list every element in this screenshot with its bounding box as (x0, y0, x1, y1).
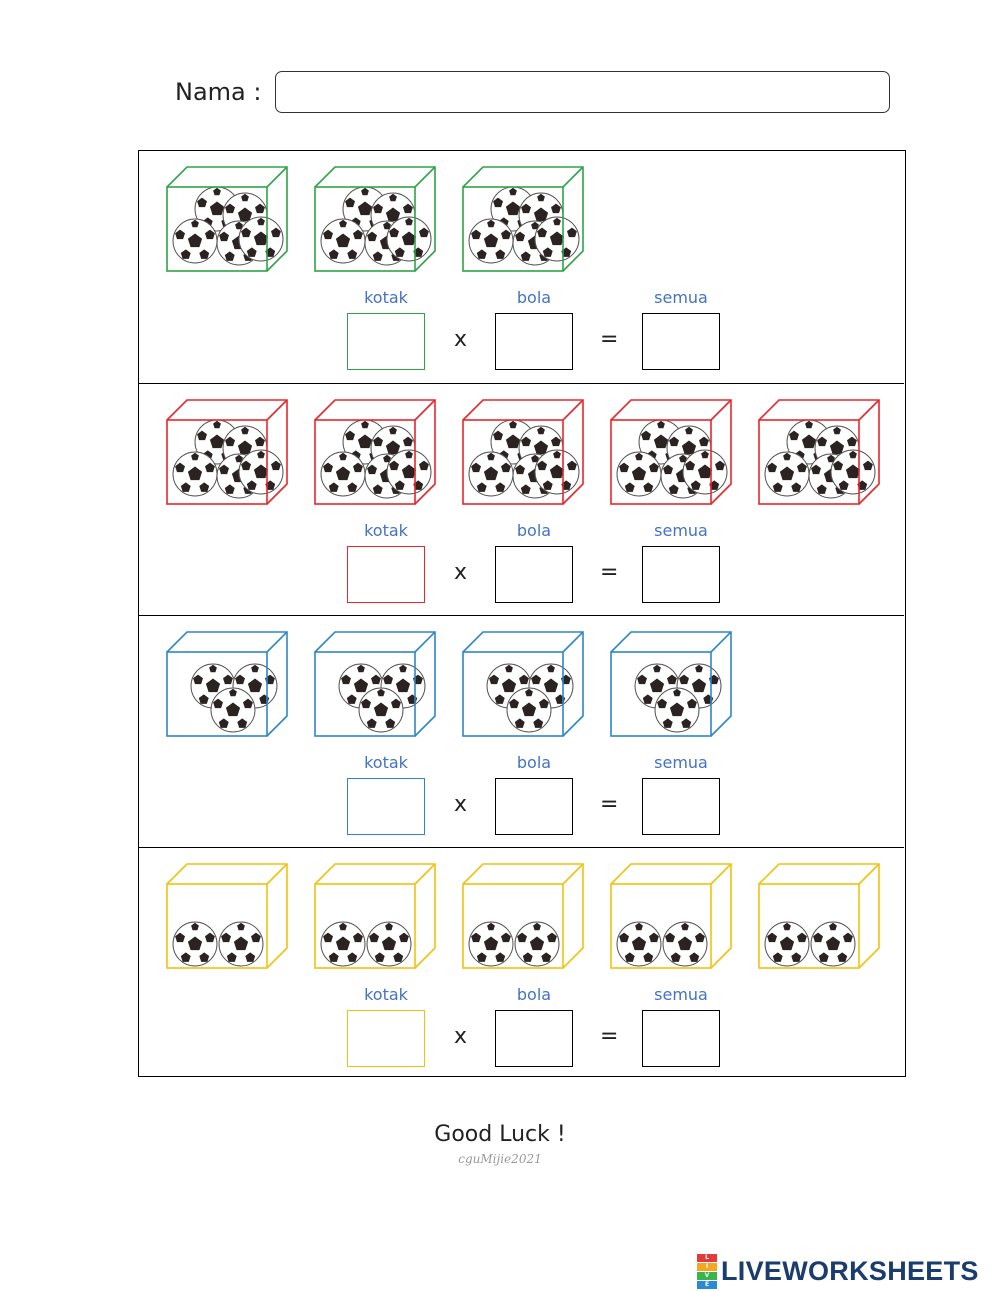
ball-box (313, 165, 437, 275)
ball-box (609, 398, 733, 508)
ball-box (313, 630, 437, 740)
logo-tile: V (697, 1271, 717, 1280)
bola-answer-input[interactable] (495, 546, 573, 603)
ball-box-drawing (314, 631, 436, 737)
name-label: Nama : (175, 78, 262, 106)
ball-box-drawing (314, 166, 436, 272)
ball-box-drawing (314, 863, 436, 969)
ball-box-drawing (462, 631, 584, 737)
multiply-sign: x (454, 327, 468, 352)
label-semua: semua (654, 521, 708, 540)
logo-tile: L (697, 1253, 717, 1262)
ball-box (165, 862, 289, 972)
ball-box-drawing (166, 166, 288, 272)
equals-sign: = (600, 792, 619, 817)
ball-box-drawing (462, 166, 584, 272)
worksheet-panel: kotak bola semua x = kotak bola semua x = kotak b… (138, 150, 906, 1077)
name-input[interactable] (275, 71, 890, 113)
bola-answer-input[interactable] (495, 1010, 573, 1067)
kotak-answer-input[interactable] (347, 778, 425, 835)
ball-box (313, 398, 437, 508)
ball-box (609, 630, 733, 740)
ball-box (165, 398, 289, 508)
problem-row-3: kotak bola semua x = (139, 615, 904, 847)
good-luck-message: Good Luck ! (434, 1122, 566, 1147)
semua-answer-input[interactable] (642, 778, 720, 835)
ball-box (313, 862, 437, 972)
label-bola: bola (516, 288, 552, 307)
label-bola: bola (516, 521, 552, 540)
ball-box-drawing (610, 631, 732, 737)
ball-box (757, 862, 881, 972)
ball-box (165, 630, 289, 740)
semua-answer-input[interactable] (642, 1010, 720, 1067)
label-semua: semua (654, 288, 708, 307)
ball-box-drawing (314, 399, 436, 505)
label-kotak: kotak (364, 521, 408, 540)
ball-box-drawing (166, 863, 288, 969)
label-kotak: kotak (364, 288, 408, 307)
label-bola: bola (516, 753, 552, 772)
problem-row-4: kotak bola semua x = (139, 847, 904, 1079)
author-credit: cguMijie2021 (458, 1152, 542, 1166)
label-kotak: kotak (364, 985, 408, 1004)
multiply-sign: x (454, 1024, 468, 1049)
ball-box-drawing (462, 863, 584, 969)
multiply-sign: x (454, 792, 468, 817)
liveworksheets-wordmark: LIVEWORKSHEETS (721, 1255, 979, 1286)
ball-box (609, 862, 733, 972)
bola-answer-input[interactable] (495, 778, 573, 835)
multiply-sign: x (454, 560, 468, 585)
label-semua: semua (654, 985, 708, 1004)
logo-tile: I (697, 1262, 717, 1271)
kotak-answer-input[interactable] (347, 546, 425, 603)
kotak-answer-input[interactable] (347, 1010, 425, 1067)
equals-sign: = (600, 327, 619, 352)
ball-box (165, 165, 289, 275)
bola-answer-input[interactable] (495, 313, 573, 370)
ball-box (461, 398, 585, 508)
problem-row-1: kotak bola semua x = (139, 151, 904, 383)
equals-sign: = (600, 560, 619, 585)
semua-answer-input[interactable] (642, 313, 720, 370)
ball-box-drawing (758, 863, 880, 969)
ball-box (461, 165, 585, 275)
ball-box-drawing (610, 863, 732, 969)
ball-box (757, 398, 881, 508)
equals-sign: = (600, 1024, 619, 1049)
ball-box (461, 630, 585, 740)
ball-box-drawing (758, 399, 880, 505)
semua-answer-input[interactable] (642, 546, 720, 603)
logo-tile: E (697, 1280, 717, 1289)
ball-box-drawing (166, 399, 288, 505)
label-semua: semua (654, 753, 708, 772)
label-bola: bola (516, 985, 552, 1004)
ball-box-drawing (462, 399, 584, 505)
ball-box (461, 862, 585, 972)
ball-box-drawing (610, 399, 732, 505)
kotak-answer-input[interactable] (347, 313, 425, 370)
label-kotak: kotak (364, 753, 408, 772)
problem-row-2: kotak bola semua x = (139, 383, 904, 615)
ball-box-drawing (166, 631, 288, 737)
